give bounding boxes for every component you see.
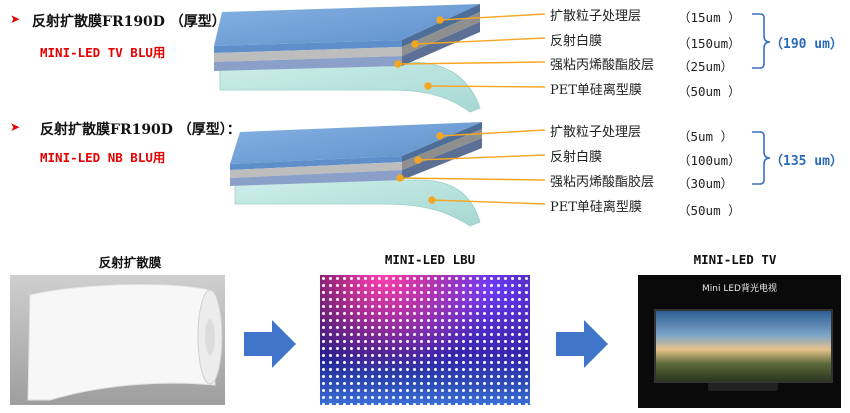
leader-lines-2 (396, 129, 546, 205)
layer-label: 扩散粒子处理层 (550, 9, 642, 24)
layer-label: PET单硅离型膜 (550, 83, 642, 98)
bracket-2 (752, 131, 771, 185)
layer-thickness: （25um） (678, 59, 734, 74)
leader-lines-1 (394, 13, 546, 90)
arrow-right-icon (244, 320, 296, 368)
section-1-subtitle: MINI-LED TV BLU用 (40, 45, 166, 60)
tv-photo: Mini LED背光电视 (638, 275, 841, 408)
film-roll-photo (10, 275, 225, 405)
bullet-icon: ➤ (10, 12, 21, 26)
layer-stack-2 (230, 122, 482, 227)
section-2-subtitle: MINI-LED NB BLU用 (40, 150, 166, 165)
diffusion-layer-2 (230, 122, 482, 164)
layer-thickness: （30um） (678, 176, 734, 191)
layer-thickness: （5um ） (678, 129, 734, 144)
total-thickness-2: （135 um） (770, 154, 843, 169)
bracket-1 (752, 13, 771, 69)
layer-label: PET单硅离型膜 (550, 200, 642, 215)
tv-screen (654, 309, 833, 383)
adhesive-layer-1 (214, 56, 402, 71)
layer-label: 强粘丙烯酸酯胶层 (550, 58, 655, 73)
led-array-photo (320, 275, 530, 405)
layer-thickness: （50um ） (678, 203, 741, 218)
section-1-title: 反射扩散膜FR190D （厚型）： (32, 14, 233, 30)
caption-tv: MINI-LED TV (693, 252, 777, 267)
layer-label: 强粘丙烯酸酯胶层 (550, 175, 655, 190)
layer-thickness: （150um） (678, 36, 741, 51)
diffusion-layer-1 (214, 4, 480, 46)
arrow-right-icon (556, 320, 608, 368)
section-2-title: 反射扩散膜FR190D （厚型）： (40, 122, 241, 138)
adhesive-layer-2 (230, 170, 402, 186)
layer-thickness: （100um） (678, 153, 741, 168)
caption-film: 反射扩散膜 (98, 255, 162, 270)
layer-thickness: （15um ） (678, 10, 741, 25)
layer-label: 扩散粒子处理层 (550, 125, 642, 140)
tv-stand (708, 383, 778, 391)
caption-lbu: MINI-LED LBU (384, 252, 476, 267)
total-thickness-1: （190 um） (770, 37, 843, 52)
tv-banner-text: Mini LED背光电视 (702, 284, 777, 294)
bullet-icon: ➤ (10, 120, 21, 134)
layer-thickness: （50um ） (678, 84, 741, 99)
white-film-layer-2 (230, 162, 402, 178)
white-film-layer-1 (214, 47, 402, 62)
layer-label: 反射白膜 (550, 34, 603, 49)
layer-label: 反射白膜 (550, 150, 603, 165)
layer-stack-1 (214, 4, 481, 113)
